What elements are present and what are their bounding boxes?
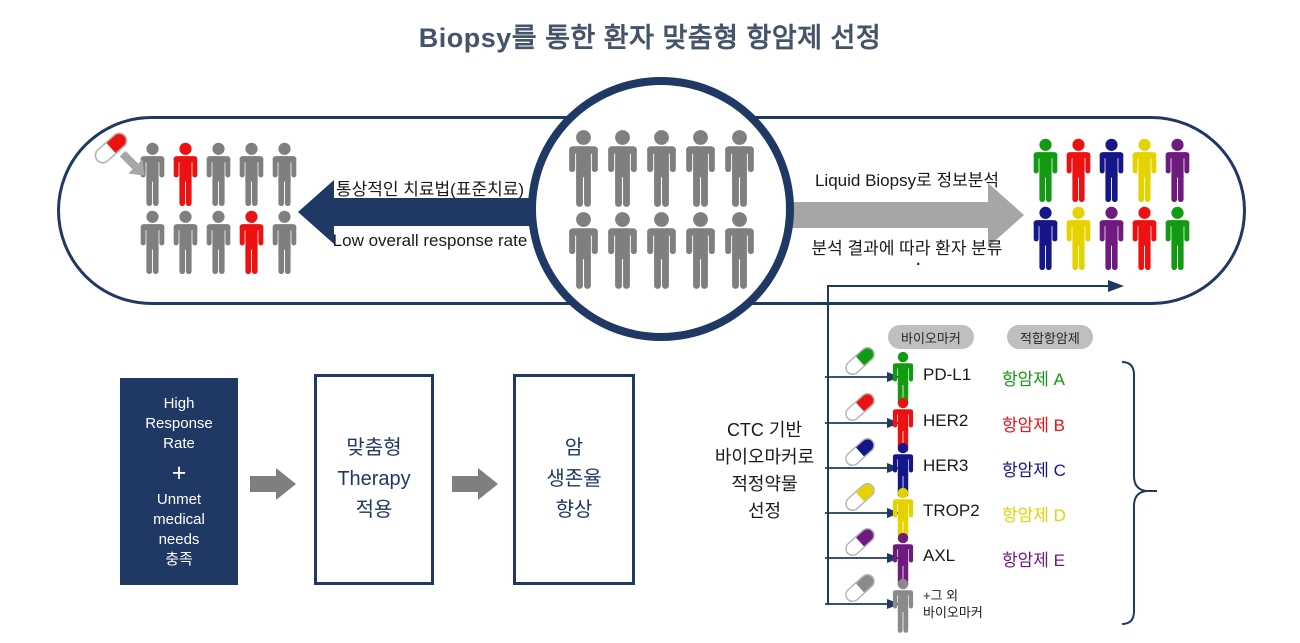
person-icon bbox=[643, 211, 680, 289]
biomarker-label: HER2 bbox=[923, 411, 969, 430]
drug-label: 항암제 D bbox=[1002, 506, 1066, 525]
capsule-icon bbox=[841, 388, 879, 431]
text-line: Response bbox=[145, 414, 213, 432]
biomarker-label: HER3 bbox=[923, 456, 969, 475]
biomarker-label: TROP2 bbox=[923, 501, 980, 520]
period-dot: . bbox=[916, 252, 921, 269]
text-line: 바이오마커로 bbox=[714, 447, 815, 467]
capsule-icon bbox=[841, 478, 879, 521]
person-icon bbox=[203, 142, 234, 206]
person-icon bbox=[1030, 138, 1061, 202]
person-icon bbox=[1162, 138, 1193, 202]
biomarker-label: AXL bbox=[923, 546, 956, 565]
liquid-biopsy-arrow bbox=[792, 183, 1024, 247]
people-row bbox=[565, 211, 758, 289]
person-icon bbox=[721, 211, 758, 289]
person-icon bbox=[1129, 138, 1160, 202]
drug-label: 항암제 C bbox=[1002, 461, 1066, 480]
capsule-icon bbox=[90, 127, 132, 174]
person-icon bbox=[1096, 206, 1127, 270]
text-line: 적용 bbox=[355, 499, 393, 521]
text-line: 생존율 bbox=[546, 468, 602, 490]
flow-arrow-1 bbox=[250, 468, 296, 500]
person-icon bbox=[236, 142, 267, 206]
person-icon bbox=[1129, 206, 1160, 270]
capsule-icon bbox=[841, 342, 879, 385]
flow-arrow-2 bbox=[452, 468, 498, 500]
person-icon bbox=[137, 142, 168, 206]
person-icon bbox=[604, 211, 641, 289]
right-patient-group bbox=[1030, 138, 1193, 270]
low-response-label: Low overall response rate bbox=[332, 231, 528, 250]
person-icon bbox=[170, 210, 201, 274]
capsule-icon bbox=[841, 569, 879, 612]
grouping-brace bbox=[1121, 361, 1157, 625]
person-icon bbox=[203, 210, 234, 274]
person-icon bbox=[269, 142, 300, 206]
person-icon bbox=[269, 210, 300, 274]
text-line: + bbox=[171, 458, 187, 487]
text-line: 충족 bbox=[165, 550, 193, 568]
person-icon bbox=[604, 129, 641, 207]
person-icon bbox=[682, 211, 719, 289]
person-icon bbox=[682, 129, 719, 207]
text-line: 적정약물 bbox=[731, 474, 798, 494]
people-row bbox=[137, 142, 300, 206]
person-icon bbox=[565, 129, 602, 207]
text-line: 선정 bbox=[747, 501, 782, 521]
text-line: 맞춤형 bbox=[346, 437, 402, 459]
biomarker-label: PD-L1 bbox=[923, 365, 972, 384]
drug-label: 항암제 A bbox=[1002, 370, 1065, 389]
text-line: High bbox=[163, 394, 195, 412]
standard-therapy-label: 통상적인 치료법(표준치료) bbox=[335, 180, 525, 199]
page-title: Biopsy를 통한 환자 맞춤형 항암제 선정 bbox=[418, 23, 882, 53]
person-icon bbox=[1162, 206, 1193, 270]
classification-connector bbox=[827, 280, 1124, 605]
person-icon bbox=[643, 129, 680, 207]
person-icon bbox=[890, 578, 916, 633]
patient-sorting-label: 분석 결과에 따라 환자 분류 bbox=[811, 239, 1003, 258]
text-line: needs bbox=[158, 530, 200, 548]
capsule-icon bbox=[841, 433, 879, 476]
text-line: medical bbox=[153, 510, 205, 528]
people-row bbox=[1030, 206, 1193, 270]
drug-header-badge: 적합항암제 bbox=[1007, 325, 1093, 349]
person-icon bbox=[170, 142, 201, 206]
person-icon bbox=[137, 210, 168, 274]
people-row bbox=[1030, 138, 1193, 202]
person-icon bbox=[721, 129, 758, 207]
drug-label: 항암제 B bbox=[1002, 416, 1065, 435]
person-icon bbox=[1096, 138, 1127, 202]
biomarker-header-badge: 바이오마커 bbox=[888, 325, 974, 349]
text-line: Unmet bbox=[156, 490, 202, 508]
people-row bbox=[565, 129, 758, 207]
arrow-down-right-icon bbox=[119, 150, 145, 176]
people-row bbox=[137, 210, 300, 274]
person-icon bbox=[1063, 206, 1094, 270]
left-patient-group bbox=[137, 142, 300, 274]
text-line: 암 bbox=[564, 437, 584, 459]
person-icon bbox=[1063, 138, 1094, 202]
patient-pool-circle bbox=[528, 77, 794, 341]
center-patient-group bbox=[565, 129, 758, 289]
capsule-icon bbox=[841, 523, 879, 566]
therapy-box: 맞춤형 Therapy 적용 bbox=[314, 374, 434, 585]
text-line: Therapy bbox=[337, 468, 411, 490]
person-icon bbox=[236, 210, 267, 274]
liquid-biopsy-label: Liquid Biopsy로 정보분석 bbox=[814, 171, 1000, 190]
text-line: Rate bbox=[163, 434, 195, 452]
text-line: CTC 기반 bbox=[726, 420, 803, 440]
standard-therapy-arrow bbox=[298, 180, 546, 244]
person-icon bbox=[1030, 206, 1061, 270]
drug-label: 항암제 E bbox=[1002, 551, 1065, 570]
person-icon bbox=[890, 487, 916, 542]
person-icon bbox=[565, 211, 602, 289]
text-line: 향상 bbox=[555, 499, 593, 521]
